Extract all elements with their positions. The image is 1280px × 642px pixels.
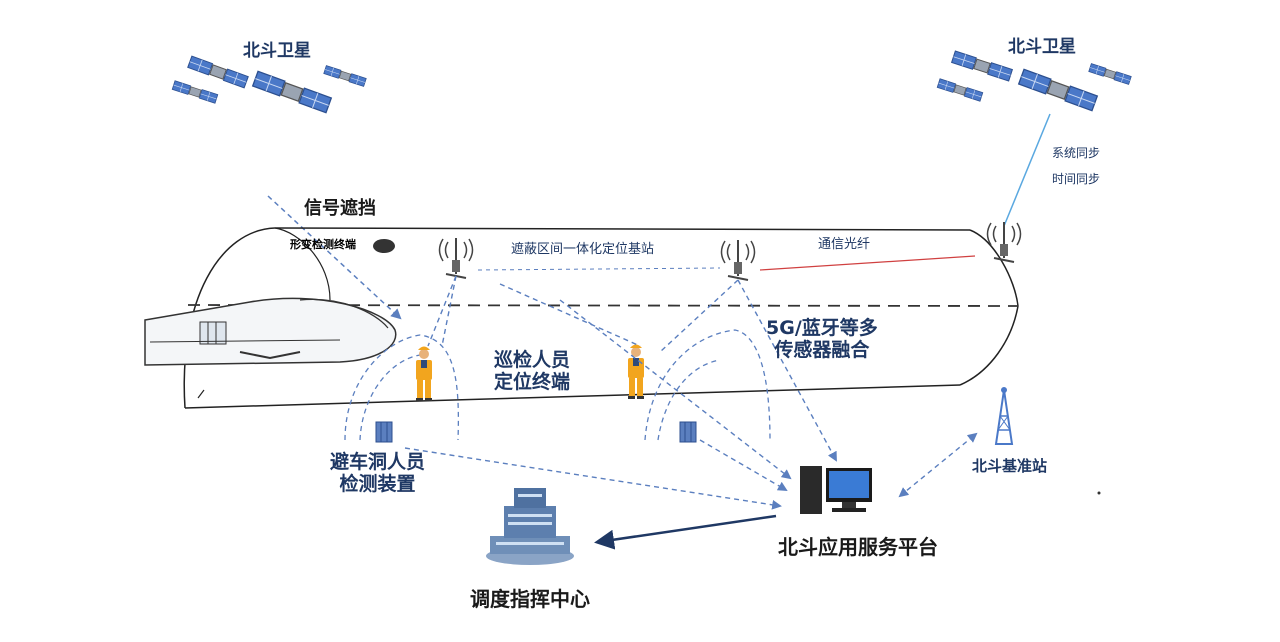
label-inspector: 巡检人员 定位终端 <box>494 349 571 394</box>
label-sensor-fusion-line1: 5G/蓝牙等多 <box>766 317 878 339</box>
label-satellite-right: 北斗卫星 <box>1008 37 1076 57</box>
signal-block-line <box>267 195 402 320</box>
satellite-icon <box>252 70 332 114</box>
computer-icon <box>800 466 872 514</box>
deform-terminal-icon <box>373 239 395 253</box>
label-sensor-fusion: 5G/蓝牙等多 传感器融合 <box>766 317 878 362</box>
building-icon <box>486 488 574 565</box>
label-shield-station: 遮蔽区间一体化定位基站 <box>511 242 655 257</box>
label-sync-system: 系统同步 <box>1052 146 1101 160</box>
label-satellite-left: 北斗卫星 <box>243 41 311 61</box>
label-refuge-line2: 检测装置 <box>339 472 416 495</box>
label-dispatch: 调度指挥中心 <box>470 587 590 611</box>
label-sensor-fusion-line2: 传感器融合 <box>774 338 870 361</box>
label-inspector-line1: 巡检人员 <box>494 349 571 371</box>
antenna-icon <box>438 237 474 279</box>
label-refuge-line1: 避车洞人员 <box>330 451 426 473</box>
sensor-device-icon <box>679 421 697 443</box>
label-sync-time: 时间同步 <box>1052 172 1101 186</box>
worker-icon <box>628 344 644 399</box>
coverage-dome <box>344 329 771 441</box>
label-refuge: 避车洞人员 检测装置 <box>330 451 426 496</box>
tunnel-mark <box>197 389 205 399</box>
satellite-icon <box>1018 68 1098 112</box>
label-fiber: 通信光纤 <box>818 237 871 252</box>
dot <box>1097 491 1101 495</box>
tower-icon <box>994 387 1014 445</box>
label-platform: 北斗应用服务平台 <box>778 535 938 559</box>
tunnel <box>183 227 1019 409</box>
label-signal-block: 信号遮挡 <box>304 198 376 219</box>
antenna-icon <box>986 221 1022 263</box>
train-icon <box>144 297 397 366</box>
antenna-icon <box>720 239 756 281</box>
satellite-icon <box>936 78 984 102</box>
fiber-line <box>759 255 976 271</box>
satellite-icon <box>951 50 1013 82</box>
label-reference-station: 北斗基准站 <box>972 457 1048 475</box>
label-deform-terminal: 形变检测终端 <box>290 238 356 251</box>
satellite-icon <box>323 65 367 87</box>
label-inspector-line2: 定位终端 <box>494 370 571 393</box>
satellite-icon <box>171 80 219 104</box>
sync-line <box>1003 113 1051 227</box>
sensor-device-icon <box>375 421 393 443</box>
dispatch-arrow <box>594 514 777 550</box>
satellite-icon <box>1088 63 1132 85</box>
signal-lines <box>404 275 978 510</box>
satellite-icon <box>187 55 249 89</box>
station-link <box>477 267 721 271</box>
